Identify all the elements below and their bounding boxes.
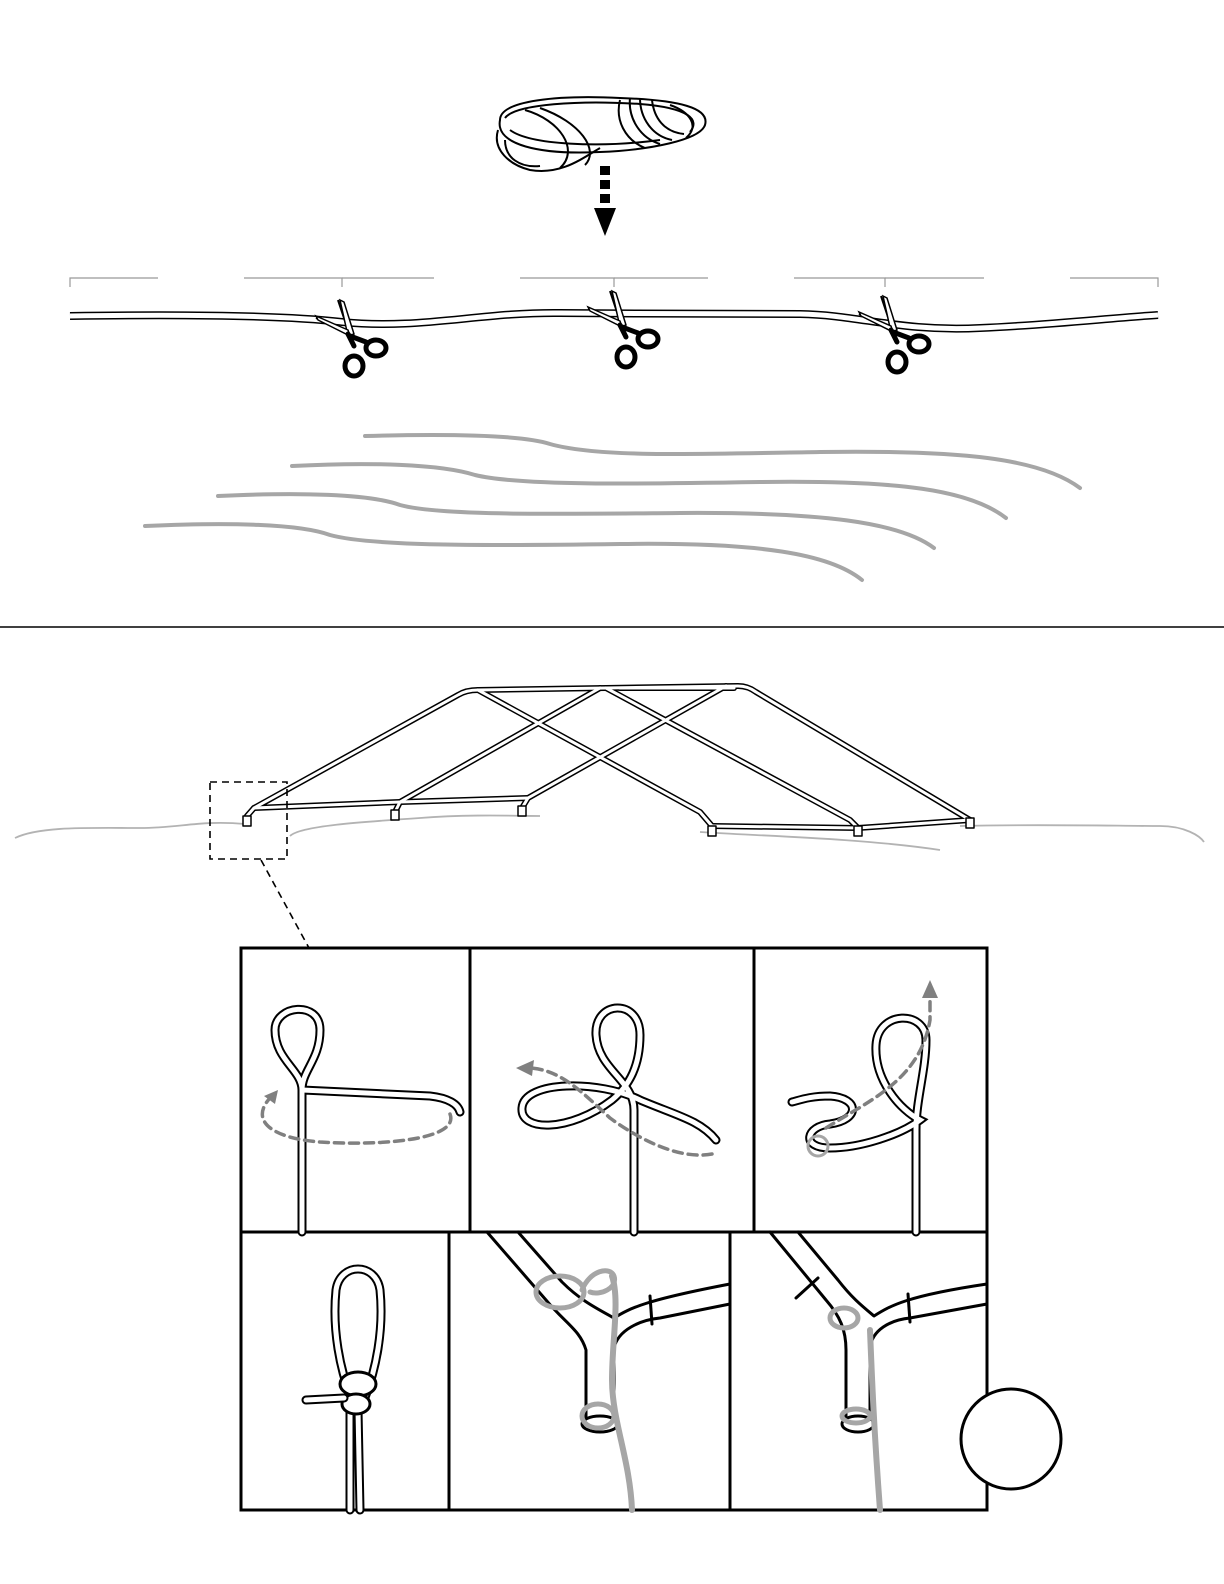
knot-step-1 (262, 1009, 460, 1232)
length-brackets (70, 278, 1158, 287)
knot-step-6 (770, 1232, 987, 1510)
canopy-frame (243, 686, 974, 836)
scissors-group (316, 291, 929, 376)
scissors-icon (588, 291, 658, 367)
cut-rope-section (70, 97, 1158, 580)
knot-step-4 (306, 1269, 381, 1510)
completion-marker (961, 1389, 1061, 1489)
rope-coil-icon (497, 97, 706, 171)
scissors-icon (316, 300, 386, 376)
knot-step-3 (792, 980, 938, 1232)
cut-rope-pieces (145, 435, 1080, 580)
dashed-down-arrow-icon (594, 166, 616, 236)
ground-line (15, 816, 1204, 851)
knot-step-5 (487, 1232, 730, 1510)
rope-piece-1 (365, 435, 1080, 488)
knot-step-2 (516, 1008, 716, 1232)
rope-piece-2 (292, 464, 1006, 518)
scissors-icon (859, 296, 929, 372)
tie-knot-section (15, 686, 1204, 1510)
wrap-direction-arrow (262, 1098, 451, 1143)
rope-piece-4 (145, 524, 862, 580)
rope-piece-3 (218, 494, 934, 548)
